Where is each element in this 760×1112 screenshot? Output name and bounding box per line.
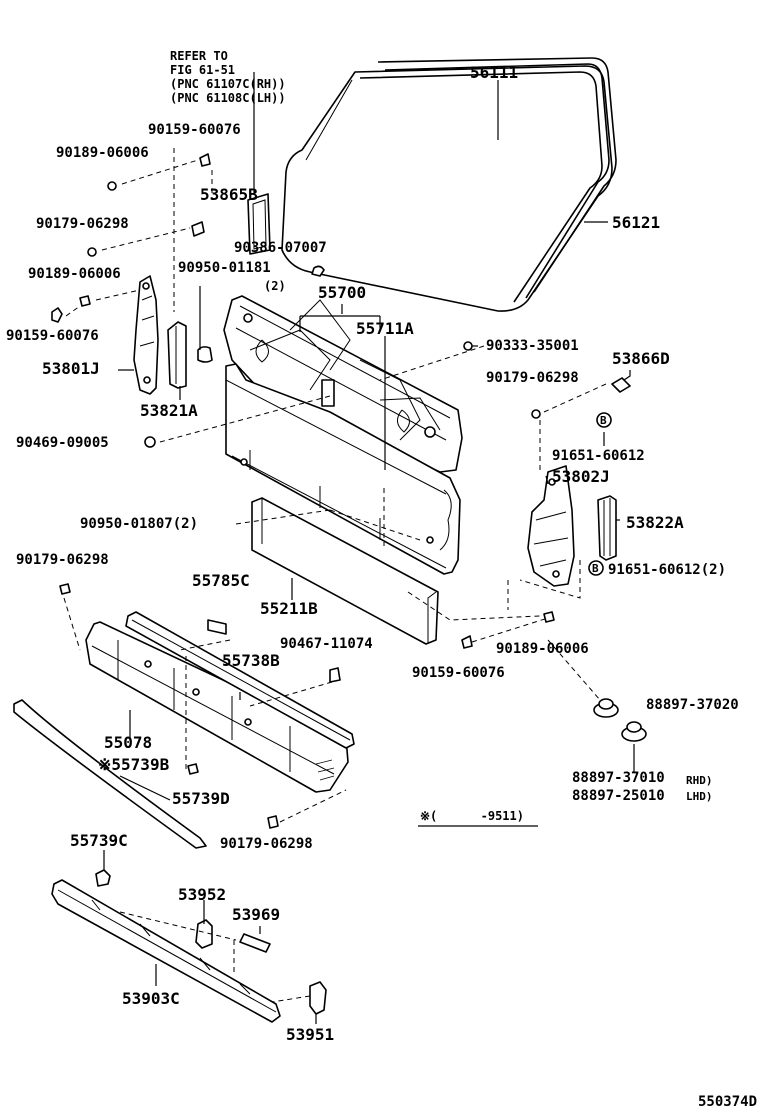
clip-53969 — [239, 933, 271, 953]
figure-id: 550374D — [698, 1094, 757, 1110]
clip-53952 — [195, 919, 213, 949]
marker-b-2: B — [588, 560, 604, 576]
label-90467-11074: 90467-11074 — [280, 636, 373, 652]
left-side-bracket — [133, 275, 187, 395]
label-90179-06298-r: 90179-06298 — [486, 370, 579, 386]
cowl-panel — [223, 295, 463, 473]
label-53865b: 53865B — [200, 185, 258, 204]
cushion-pad — [197, 346, 213, 363]
label-88897-37010: 88897-37010 — [572, 770, 665, 786]
label-90333-35001: 90333-35001 — [486, 338, 579, 354]
clip-53951 — [309, 981, 327, 1015]
clip-55739C — [95, 869, 111, 887]
lower-cover-panel — [51, 879, 281, 1023]
label-90179-06298-b: 90179-06298 — [16, 552, 109, 568]
label-53951: 53951 — [286, 1025, 334, 1044]
marker-b-1: B — [596, 412, 612, 428]
clip-55785C — [207, 619, 227, 635]
label-55211b: 55211B — [260, 599, 318, 618]
label-90179-06298-a: 90179-06298 — [36, 216, 129, 232]
dashed-connectors — [63, 148, 607, 1003]
label-53903c: 53903C — [122, 989, 180, 1008]
label-55785c: 55785C — [192, 571, 250, 590]
windshield-glass — [281, 57, 617, 312]
weatherstrip — [13, 699, 207, 849]
refer-line-1: REFER TO — [170, 49, 228, 63]
label-lhd: LHD) — [686, 790, 713, 803]
label-53969: 53969 — [232, 905, 280, 924]
label-rhd: RHD) — [686, 774, 713, 787]
label-90950-01807: 90950-01807(2) — [80, 516, 198, 532]
label-91651-60612-2: 91651-60612(2) — [608, 562, 726, 578]
label-90189-06006-a: 90189-06006 — [56, 145, 149, 161]
label-56111: 56111 — [470, 63, 518, 82]
label-55739d: 55739D — [172, 789, 230, 808]
label-55738b: 55738B — [222, 651, 280, 670]
label-90159-60076-r: 90159-60076 — [412, 665, 505, 681]
label-90189-06006-r: 90189-06006 — [496, 641, 589, 657]
grommet-88897-37020 — [593, 698, 619, 718]
label-56121: 56121 — [612, 213, 660, 232]
label-90179-06298-c: 90179-06298 — [220, 836, 313, 852]
label-55739c: 55739C — [70, 831, 128, 850]
label-90159-60076-b: 90159-60076 — [6, 328, 99, 344]
grommet-88897-37010 — [621, 721, 647, 742]
label-53822a: 53822A — [626, 513, 684, 532]
cowl-molding — [125, 611, 355, 749]
label-55700: 55700 — [318, 283, 366, 302]
label-55739b: ※55739B — [98, 755, 170, 774]
label-90469-09005: 90469-09005 — [16, 435, 109, 451]
seal-block — [247, 193, 271, 255]
marker-b-text: B — [600, 414, 607, 427]
refer-line-4: (PNC 61108C(LH)) — [170, 91, 286, 105]
cowl-inner-panel — [225, 363, 461, 575]
cowl-seal-panel — [251, 497, 439, 645]
label-53802j: 53802J — [552, 467, 610, 486]
label-53866d: 53866D — [612, 349, 670, 368]
footnote-range: ※( -9511) — [420, 809, 524, 823]
label-55711a: 55711A — [356, 319, 414, 338]
front-cowl-panel — [85, 621, 349, 793]
label-91651-60612: 91651-60612 — [552, 448, 645, 464]
refer-line-2: FIG 61-51 — [170, 63, 235, 77]
refer-line-3: (PNC 61107C(RH)) — [170, 77, 286, 91]
label-88897-25010: 88897-25010 — [572, 788, 665, 804]
label-53821a: 53821A — [140, 401, 198, 420]
label-53952: 53952 — [178, 885, 226, 904]
leader-lines — [103, 72, 635, 1024]
label-55078: 55078 — [104, 733, 152, 752]
fasteners — [51, 153, 631, 829]
labels: REFER TO FIG 61-51 (PNC 61107C(RH)) (PNC… — [6, 49, 757, 1110]
label-53801j: 53801J — [42, 359, 100, 378]
label-88897-37020: 88897-37020 — [646, 697, 739, 713]
label-90159-60076-a: 90159-60076 — [148, 122, 241, 138]
marker-b-text: B — [592, 562, 599, 575]
label-90950-01181: 90950-01181 — [178, 260, 271, 276]
label-90189-06006-b: 90189-06006 — [28, 266, 121, 282]
label-90386-07007: 90386-07007 — [234, 240, 327, 256]
right-side-bracket — [527, 465, 617, 587]
label-qty-2: (2) — [264, 279, 286, 293]
